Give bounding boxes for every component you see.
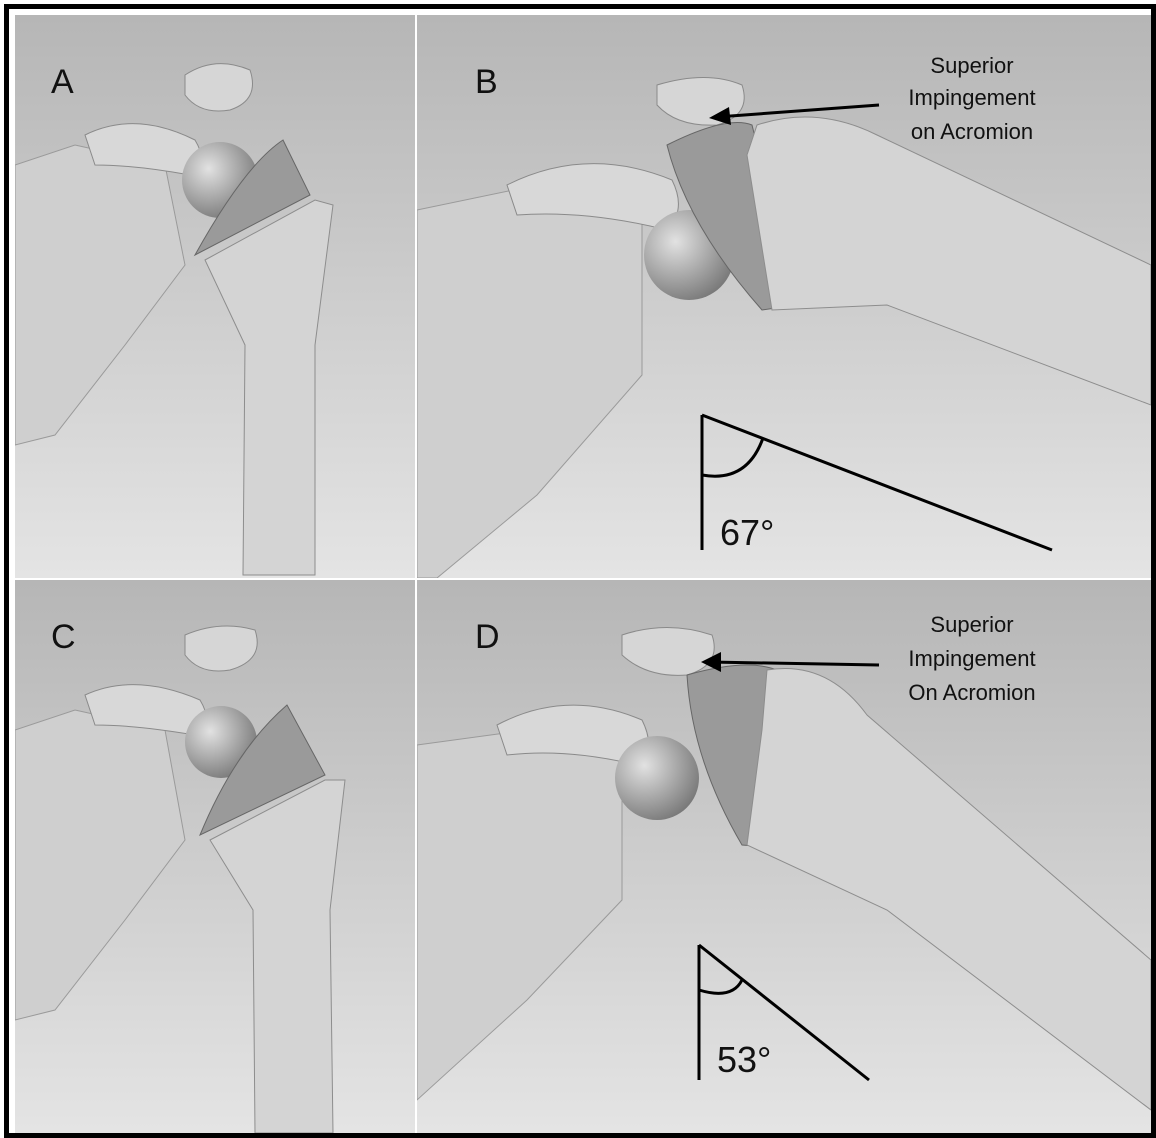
panel-a: A [15, 15, 415, 578]
panel-label: A [51, 63, 74, 101]
panel-label: D [475, 618, 500, 656]
figure-frame: A Superior Impingement on A [4, 4, 1156, 1138]
panel-label: C [51, 618, 76, 656]
annotation-line-3: on Acromion [911, 119, 1033, 144]
angle-label: 53° [717, 1039, 771, 1080]
annotation-line-3: On Acromion [908, 680, 1035, 705]
annotation-line-2: Impingement [908, 85, 1035, 110]
panel-d: Superior Impingement On Acromion 53° D [417, 580, 1151, 1133]
annotation-line-1: Superior [930, 53, 1013, 78]
panel-c: C [15, 580, 415, 1133]
panel-label: B [475, 63, 498, 101]
angle-label: 67° [720, 512, 774, 553]
annotation-line-2: Impingement [908, 646, 1035, 671]
panel-b: Superior Impingement on Acromion 67° B [417, 15, 1151, 578]
acromion [185, 64, 253, 111]
glenosphere [615, 736, 699, 820]
annotation-line-1: Superior [930, 612, 1013, 637]
